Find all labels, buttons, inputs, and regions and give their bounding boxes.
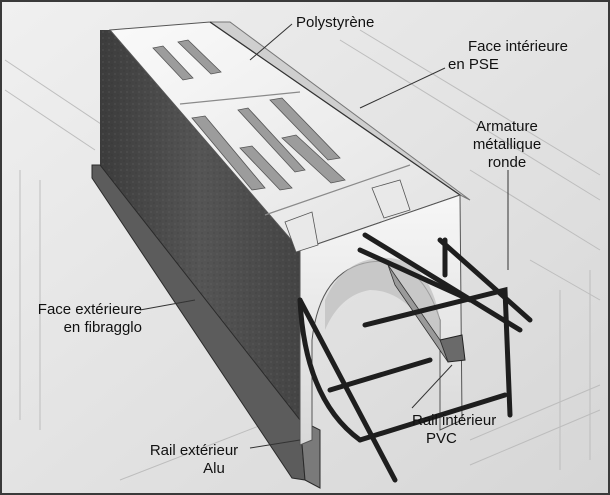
leader-lines (139, 23, 509, 449)
label-armature-line3: ronde (487, 154, 527, 171)
label-face-interieure: Face intérieure en PSE (448, 38, 588, 74)
label-polystyrene: Polystyrène (296, 14, 375, 31)
label-armature-line1: Armature (476, 118, 538, 135)
label-face-interieure-line2: en PSE (448, 56, 499, 73)
label-rail-interieur: Rail intérieur PVC (412, 412, 496, 448)
label-rail-interieur-line1: Rail intérieur (412, 412, 497, 429)
label-rail-interieur-line2: PVC (426, 430, 457, 447)
label-face-exterieure-line2: en fibragglo (63, 319, 142, 336)
label-rail-exterieur: Rail extérieur Alu (138, 442, 250, 478)
top-segments (179, 91, 411, 216)
background-lines (4, 29, 601, 481)
label-armature: Armature métallique ronde (462, 118, 552, 172)
label-face-interieure-line1: Face intérieure (467, 38, 569, 55)
polystyrene-slots (152, 39, 346, 191)
label-rail-exterieur-line1: Rail extérieur (149, 442, 239, 459)
label-armature-line2: métallique (472, 136, 542, 153)
label-rail-exterieur-line2: Alu (203, 460, 225, 477)
label-face-exterieure-line1: Face extérieure (37, 301, 142, 318)
label-face-exterieure: Face extérieure en fibragglo (12, 301, 142, 337)
rebar-cage (297, 232, 533, 483)
